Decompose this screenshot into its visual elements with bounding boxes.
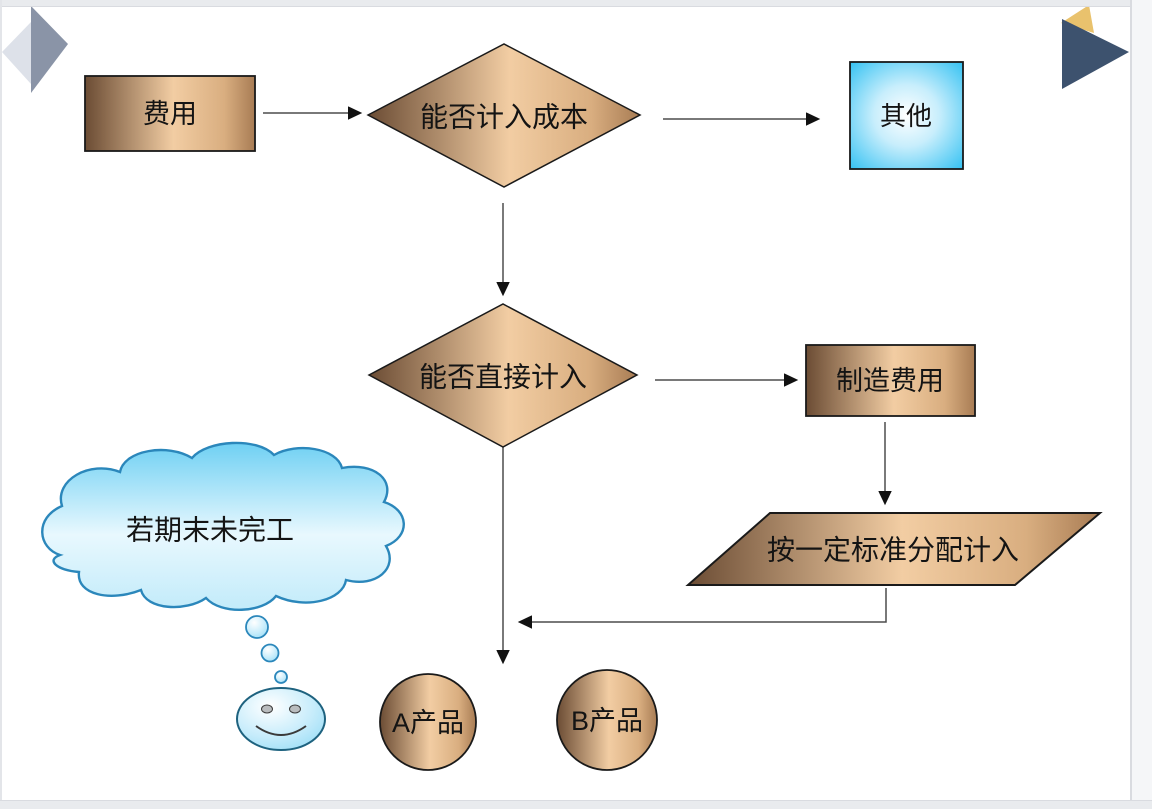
node-product-a: A产品 <box>379 673 477 771</box>
corner-decoration-top-right <box>1061 5 1129 89</box>
smiley-face-icon <box>236 687 326 751</box>
node-other: 其他 <box>849 61 964 170</box>
node-cost-decision: 能否计入成本 <box>366 43 642 188</box>
node-expense-label: 费用 <box>143 99 197 129</box>
thought-bubble-medium <box>260 643 280 663</box>
smiley-left-eye <box>261 704 273 714</box>
thought-cloud: 若期末未完工 <box>41 441 405 751</box>
cloud-shape <box>41 441 405 611</box>
slide-frame-left <box>0 0 2 808</box>
navy-triangle-decoration <box>1062 19 1129 89</box>
arrow-allocation-to-products <box>517 588 887 629</box>
smiley-right-eye <box>289 704 301 714</box>
thought-bubble-small <box>274 670 288 684</box>
slide-frame-top <box>0 0 1152 7</box>
smiley-mouth <box>255 725 307 736</box>
node-expense: 费用 <box>84 75 256 152</box>
slide-frame-right <box>1130 0 1152 808</box>
slide-frame-bottom <box>0 800 1152 809</box>
connectors <box>263 106 892 665</box>
gray-triangle-decoration <box>31 6 68 93</box>
thought-bubble-large <box>245 615 269 639</box>
corner-decoration-top-left <box>2 6 68 93</box>
node-product-b: B产品 <box>556 669 658 771</box>
node-product-b-label: B产品 <box>571 706 643 736</box>
node-allocation: 按一定标准分配计入 <box>685 512 1103 586</box>
node-direct-decision: 能否直接计入 <box>367 303 639 448</box>
node-direct-decision-label: 能否直接计入 <box>419 362 587 393</box>
node-other-label: 其他 <box>880 101 932 131</box>
node-cost-decision-label: 能否计入成本 <box>420 102 588 133</box>
thought-cloud-label: 若期末未完工 <box>126 515 294 546</box>
node-manufacturing-label: 制造费用 <box>836 366 944 396</box>
node-manufacturing: 制造费用 <box>805 344 976 417</box>
node-product-a-label: A产品 <box>392 708 464 738</box>
node-allocation-label: 按一定标准分配计入 <box>767 535 1019 566</box>
gold-triangle-decoration <box>1061 5 1094 33</box>
